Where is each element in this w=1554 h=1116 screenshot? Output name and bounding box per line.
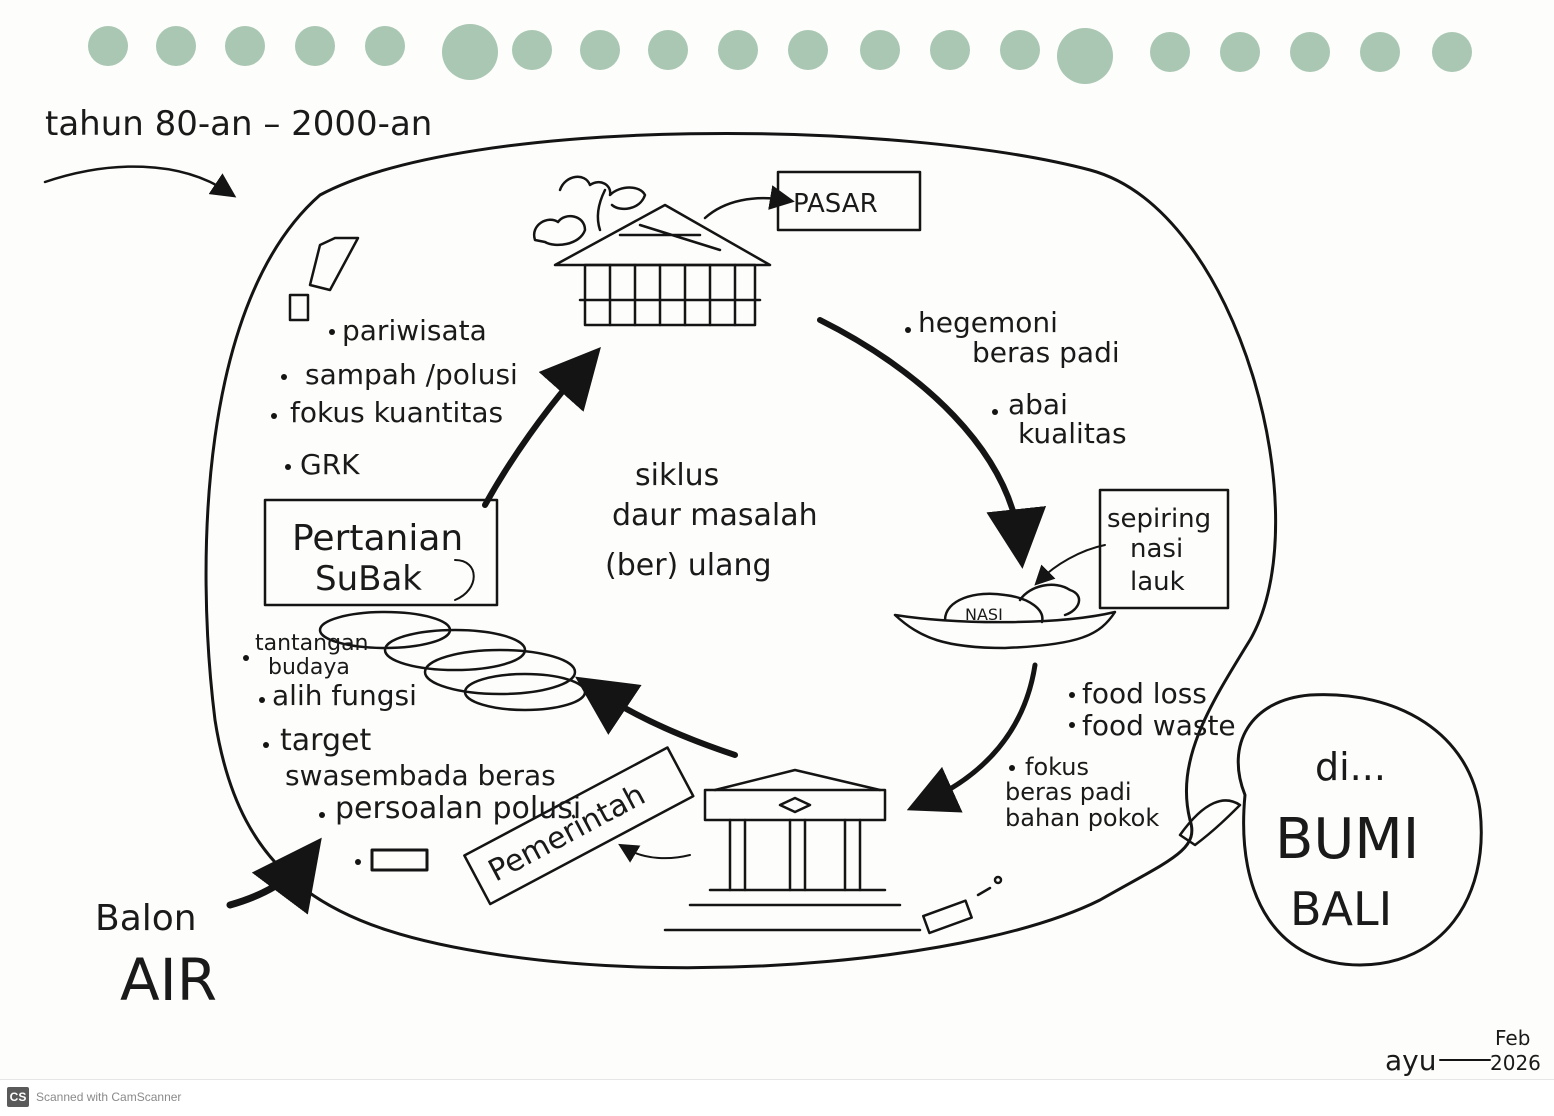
abai-line-2: kualitas — [1018, 417, 1127, 450]
swasembada-label: swasembada beras — [285, 759, 556, 792]
balloon-knot — [1178, 799, 1242, 847]
food-loss-label: food loss — [1082, 677, 1207, 710]
arrow-govt-to-terraces — [575, 676, 738, 758]
timeframe-label: tahun 80-an – 2000-an — [45, 104, 432, 144]
pasar-label: PASAR — [793, 189, 878, 219]
date-year: 2026 — [1490, 1051, 1541, 1075]
target-label: target — [280, 723, 371, 758]
timeframe-arrow — [43, 165, 237, 198]
camscanner-logo-icon: CS — [7, 1087, 29, 1107]
balon-label: Balon — [95, 898, 197, 939]
pertanian-subak-box — [263, 498, 499, 607]
arrow-plate-to-govt — [906, 662, 1038, 813]
signature-label: ayu — [1385, 1044, 1436, 1077]
pertanian-label: Pertanian — [292, 518, 463, 559]
pasar-box — [776, 170, 922, 232]
arrow-govt-to-pemerintah — [618, 843, 691, 863]
center-line-2: daur masalah — [612, 498, 818, 533]
arrow-subak-to-house — [482, 347, 601, 508]
rice-plate-icon — [893, 583, 1117, 650]
hegemoni-line-1: hegemoni — [918, 306, 1058, 339]
sepiring-line-1: sepiring — [1107, 504, 1211, 534]
bumi-label: BUMI — [1275, 807, 1419, 872]
footer-text: Scanned with CamScanner — [36, 1090, 182, 1104]
food-waste-label: food waste — [1082, 709, 1236, 742]
rice-terraces-icon — [318, 610, 587, 712]
binding-holes — [88, 24, 1472, 84]
pariwisata-label: pariwisata — [342, 314, 487, 347]
balloon-shine-marks — [288, 236, 1003, 935]
air-label: AIR — [120, 946, 217, 1014]
sampah-label: sampah /polusi — [305, 358, 518, 391]
pariwisata-notes: pariwisata sampah /polusi fokus kuantita… — [271, 314, 518, 481]
nasi-label: NASI — [965, 605, 1003, 624]
fokus-beras-line-3: bahan pokok — [1005, 804, 1159, 832]
subak-cycle-arrow — [454, 559, 475, 601]
sepiring-line-2: nasi — [1130, 534, 1183, 564]
fokus-beras-line-1: fokus — [1025, 753, 1089, 781]
challenges-notes: tantangan budaya alih fungsi target swas… — [243, 631, 581, 872]
bali-label: BALI — [1290, 882, 1392, 936]
center-line-1: siklus — [635, 458, 719, 493]
sepiring-box — [1098, 488, 1230, 610]
arrow-house-to-plate — [817, 317, 1047, 569]
tantangan-label: tantangan — [255, 631, 369, 656]
water-balloon-outline — [204, 131, 1278, 970]
hegemoni-notes: hegemoni beras padi abai kualitas — [905, 306, 1127, 450]
arrow-balon-to-balloon — [226, 837, 322, 915]
polusi-label: persoalan polusi — [335, 791, 581, 826]
grk-label: GRK — [300, 448, 360, 481]
fokus-beras-line-2: beras padi — [1005, 778, 1132, 806]
date-month: Feb — [1495, 1026, 1530, 1050]
alih-fungsi-label: alih fungsi — [272, 679, 417, 712]
center-line-3: (ber) ulang — [605, 548, 772, 583]
diagram-canvas: PASAR hegemoni beras padi abai kualitas … — [43, 24, 1541, 1077]
scanner-footer: CS Scanned with CamScanner — [0, 1079, 1554, 1116]
abai-line-1: abai — [1008, 388, 1068, 421]
farm-house-icon — [532, 175, 772, 327]
arrow-house-to-pasar — [703, 185, 795, 220]
arrow-lauk-to-plate — [1034, 544, 1106, 586]
bumi-bali-bubble — [1236, 693, 1483, 967]
food-notes: food loss food waste fokus beras padi ba… — [1005, 677, 1236, 832]
budaya-label: budaya — [268, 655, 350, 680]
kuantitas-label: fokus kuantitas — [290, 396, 503, 429]
government-building-icon — [663, 768, 922, 932]
subak-label: SuBak — [315, 559, 422, 599]
hegemoni-line-2: beras padi — [972, 336, 1120, 369]
di-label: di... — [1315, 745, 1386, 789]
sepiring-line-3: lauk — [1130, 567, 1185, 597]
